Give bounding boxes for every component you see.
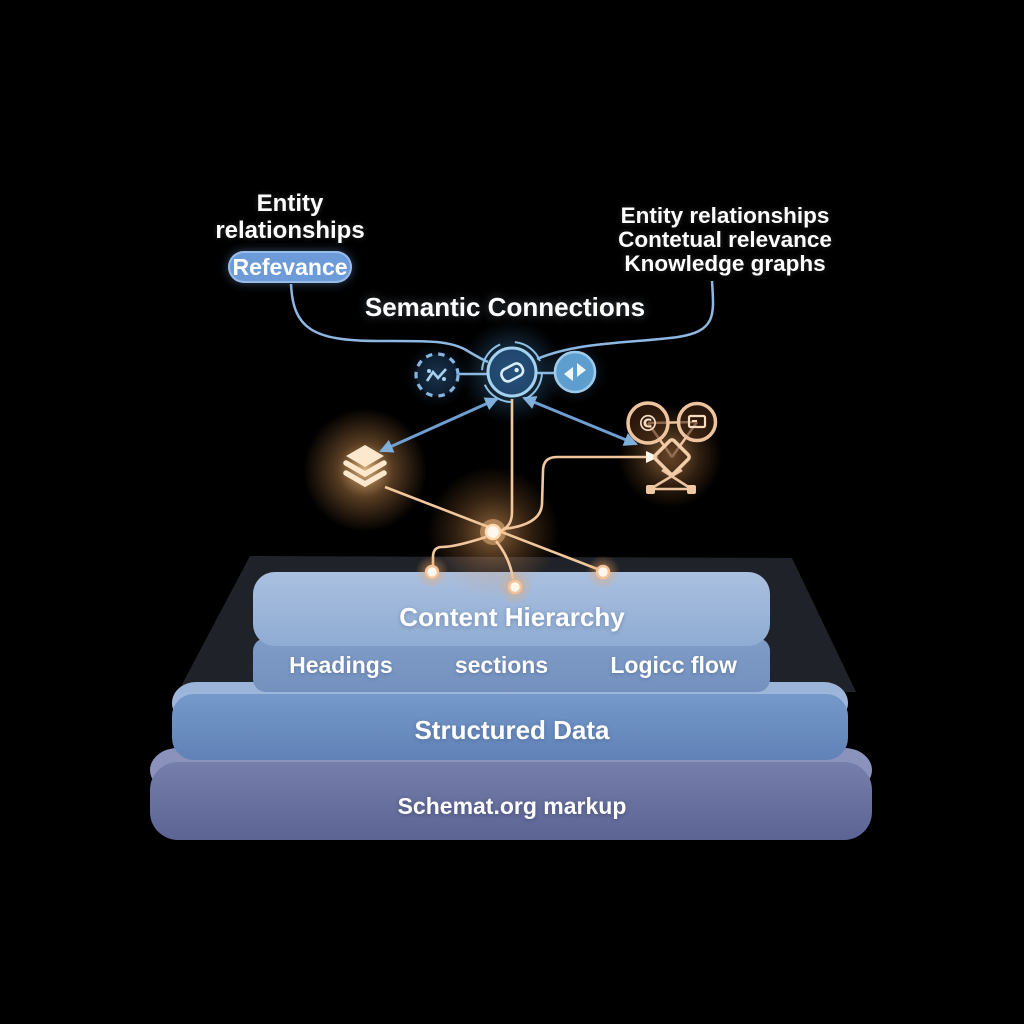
white-arrowhead — [646, 451, 659, 463]
structured-data-label: Structured Data — [414, 715, 610, 745]
swap-arrows-icon — [553, 350, 597, 394]
anchor-dots — [415, 555, 620, 604]
structure-foot-right — [687, 485, 696, 494]
svg-text:©: © — [637, 412, 659, 437]
blue-arrows — [379, 396, 638, 453]
content-hierarchy-label: Content Hierarchy — [399, 602, 625, 632]
schema-markup-label: Schemat.org markup — [397, 793, 627, 819]
pyramid-band-layer — [253, 638, 770, 692]
entity-note-line2: relationships — [215, 217, 365, 244]
dashed-network-icon — [414, 352, 460, 398]
relevance-badge-label: Refevance — [232, 253, 348, 280]
card-node-icon — [676, 401, 718, 443]
connector-node — [480, 519, 506, 545]
structure-foot-left — [646, 485, 655, 494]
glow-layers — [303, 408, 427, 532]
semantic-factors-note: Entity relationships Contetual relevance… — [600, 204, 850, 276]
pyramid-top-layer — [253, 572, 770, 646]
entity-note-line1: Entity — [256, 190, 324, 217]
relevance-badge: Refevance — [228, 251, 352, 283]
factors-line2: Contetual relevance — [618, 227, 832, 252]
pyramid-middle-layer — [172, 682, 848, 760]
diagram-title: Semantic Connections — [364, 292, 646, 322]
factors-line3: Knowledge graphs — [624, 251, 826, 276]
link-tag-icon — [481, 341, 543, 403]
copyright-node-icon: © — [626, 401, 670, 445]
layers-icon — [343, 445, 387, 488]
knowledge-graph-structure: © — [626, 401, 718, 494]
blue-curves — [289, 280, 715, 376]
hierarchy-item-sections: sections — [454, 652, 549, 678]
hierarchy-item-logic-flow: Logicc flow — [610, 652, 737, 678]
diamond-node-icon — [653, 438, 691, 476]
hierarchy-item-headings: Headings — [289, 652, 393, 678]
entity-relationships-note: Entity relationships — [180, 190, 400, 244]
hierarchy-items-row: Headings sections Logicc flow — [258, 652, 768, 679]
glass-overlay — [178, 556, 856, 692]
factors-line1: Entity relationships — [620, 203, 830, 228]
